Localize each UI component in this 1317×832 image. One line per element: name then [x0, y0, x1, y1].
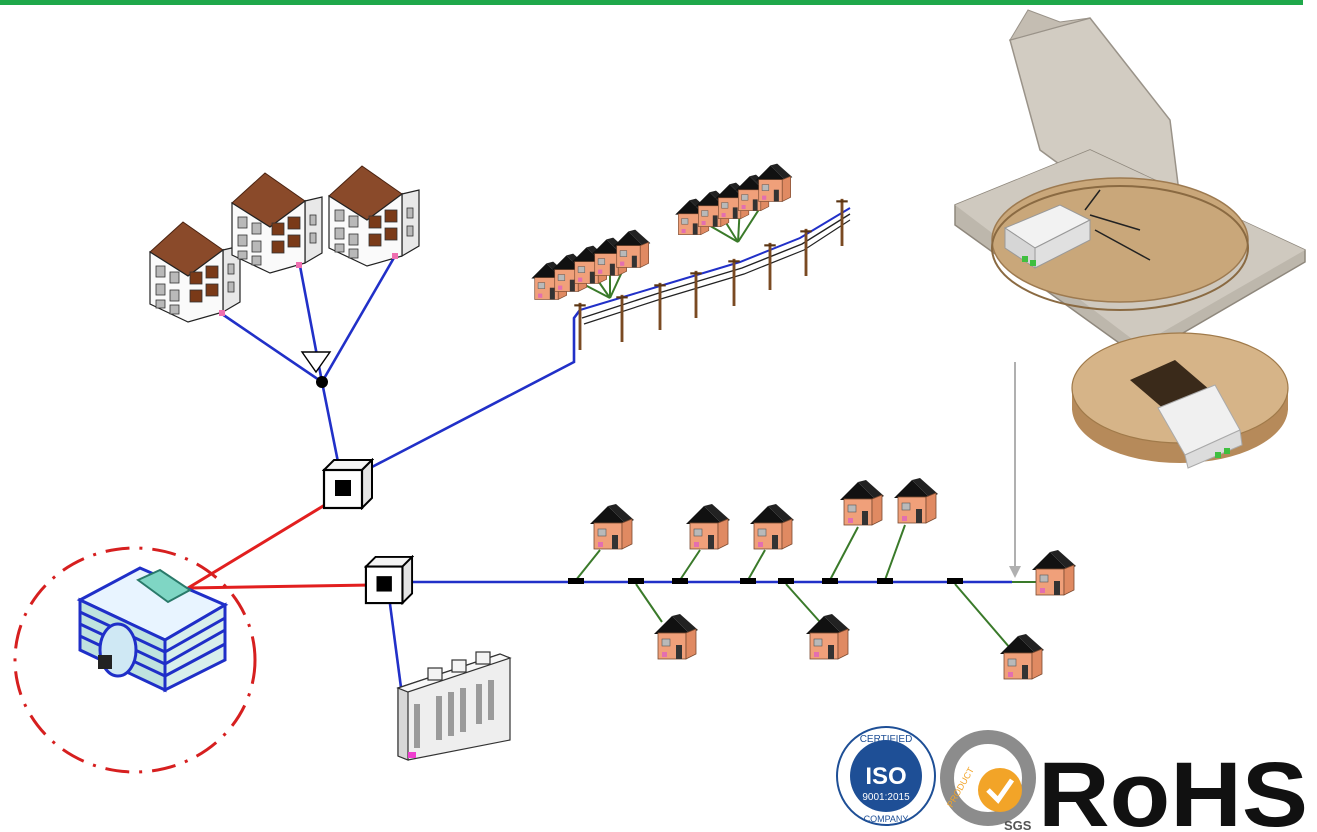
house-icon: [589, 503, 635, 550]
house-icon: [685, 503, 731, 550]
cable-reel-icon: [1071, 332, 1289, 469]
central-office: [13, 546, 257, 774]
iso-bottom-text: COMPANY: [864, 814, 909, 824]
sgs-product-logo: PRODUCT SGS: [940, 730, 1036, 832]
house-icon: [749, 503, 795, 550]
splice-node: [316, 376, 328, 388]
trunk-cables-red: [187, 495, 373, 590]
distribution-cables-blue: [221, 207, 1012, 757]
house-icon: [839, 479, 885, 526]
business-building-icon: [396, 651, 512, 761]
iso-certified-logo: CERTIFIED ISO 9001:2015 COMPANY: [836, 726, 936, 826]
utility-pole-icon: [764, 242, 776, 290]
apartment-building-icon: [328, 165, 420, 267]
utility-pole-icon: [616, 294, 628, 342]
house-icon: [805, 613, 851, 660]
rohs-logo-text: RoHS: [1038, 744, 1308, 832]
house-icon: [999, 633, 1045, 680]
iso-mark-text: ISO: [865, 763, 906, 790]
iso-standard-text: 9001:2015: [862, 792, 910, 803]
house-icon: [1031, 549, 1077, 596]
house-icon: [754, 163, 793, 202]
utility-pole-icon: [574, 302, 586, 350]
splitter-box-icon: [322, 458, 374, 510]
sgs-name-text: SGS: [1004, 818, 1032, 832]
apartment-building-icon: [149, 221, 241, 323]
house-icon: [612, 229, 651, 268]
splitter-box-icon: [364, 555, 414, 605]
aerial-neighborhood: [530, 163, 848, 350]
house-icon: [893, 477, 939, 524]
coverage-circle: [13, 546, 257, 774]
utility-pole-icon: [654, 282, 666, 330]
office-building-icon: [76, 566, 229, 693]
tap-points: [568, 578, 963, 584]
fiber-terminal-box-icon: [954, 9, 1306, 359]
top-accent-line: [0, 0, 1303, 5]
splitter-triangle-icon: [300, 351, 332, 374]
utility-pole-icon: [690, 270, 702, 318]
apartment-building-icon: [231, 172, 323, 274]
product-pointer-arrow: [1009, 362, 1021, 578]
iso-top-text: CERTIFIED: [860, 734, 913, 745]
cable-network: [187, 199, 1042, 757]
apartment-buildings: [149, 165, 420, 323]
